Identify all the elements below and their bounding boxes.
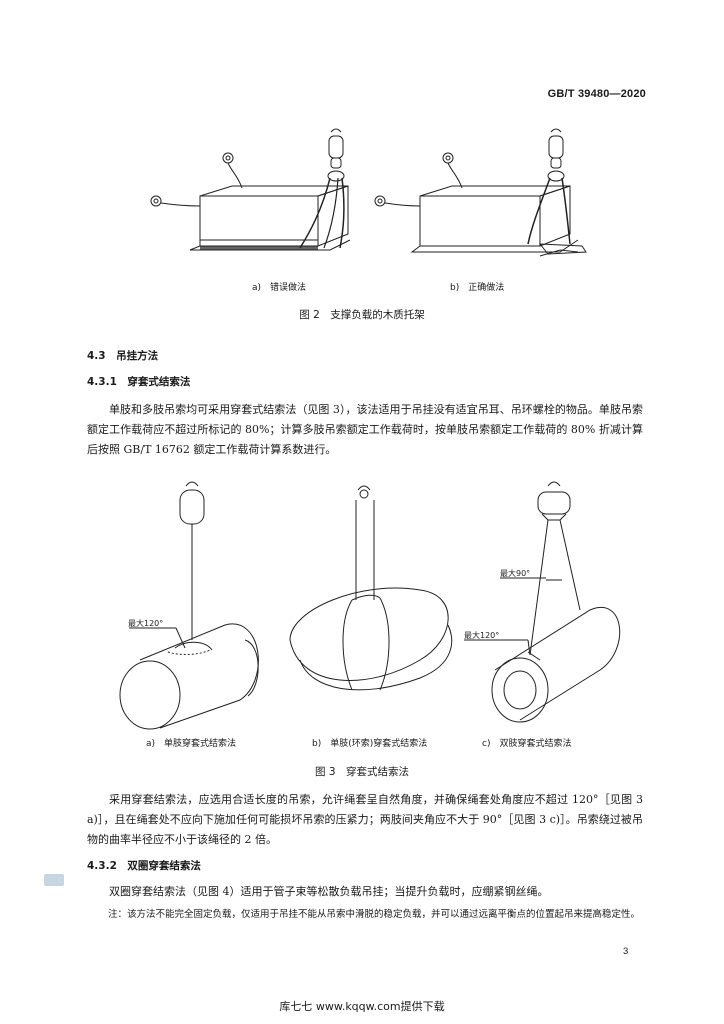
figure-3-caption-b: b) 单肢(环索)穿套式结索法 [312, 739, 428, 749]
figure-3a-angle-label: 最大120° [128, 618, 163, 628]
figure-3c-angle-label-bottom: 最大120° [464, 630, 499, 640]
section-4-3-2-paragraph: 双圈穿套结索法（见图 4）适用于管子束等松散负载吊挂；当提升负载时，应绷紧钢丝绳… [109, 885, 549, 898]
paragraph-after-figure-3: 采用穿套结索法，应选用合适长度的吊索，允许绳套呈自然角度，并确保绳套处角度应不超… [87, 793, 643, 846]
section-4-3-2-note: 注：该方法不能完全固定负载，仅适用于吊挂不能从吊索中滑脱的稳定负载，并可以通过远… [108, 909, 641, 920]
standard-code: GB/T 39480—2020 [547, 88, 646, 100]
figure-2-caption-b: b) 正确做法 [450, 283, 505, 293]
download-footer: 库七七 www.kqqw.com提供下载 [279, 1000, 445, 1013]
figure-2-title: 图 2 支撑负载的木质托架 [299, 309, 425, 321]
figure-3-title: 图 3 穿套式结索法 [314, 766, 410, 778]
figure-3-caption-a: a) 单肢穿套式结索法 [146, 739, 237, 749]
section-4-3-heading: 4.3 吊挂方法 [87, 350, 159, 362]
figure-2-caption-a: a) 错误做法 [252, 283, 307, 293]
section-4-3-2-heading: 4.3.2 双圈穿套结索法 [87, 860, 201, 872]
figure-3-illustration: 最大120° 最大90° 最大120° [119, 481, 621, 730]
page-number: 3 [623, 946, 629, 957]
figure-2-illustration [150, 128, 587, 257]
figure-3-caption-c: c) 双肢穿套式结索法 [482, 739, 572, 749]
section-4-3-1-paragraph: 单肢和多肢吊索均可采用穿套式结索法（见图 3），该法适用于吊挂没有适宜吊耳、吊环… [87, 403, 643, 456]
section-4-3-1-heading: 4.3.1 穿套式结索法 [87, 376, 191, 388]
watermark-logo [44, 874, 64, 886]
figure-3c-angle-label-top: 最大90° [500, 568, 530, 578]
